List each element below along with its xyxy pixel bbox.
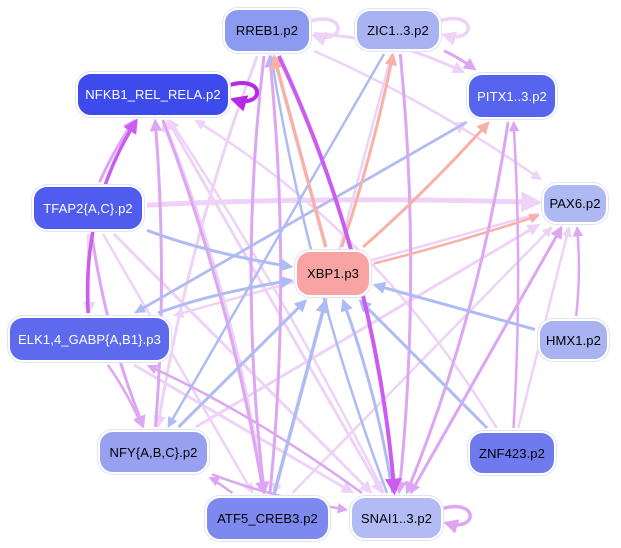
node-tfap2[interactable]: TFAP2{A,C}.p2 <box>32 185 144 231</box>
edge-tfap2-atf5 <box>101 233 254 494</box>
edge-snai1-elk1 <box>146 364 363 495</box>
node-label-tfap2: TFAP2{A,C}.p2 <box>43 200 133 216</box>
node-label-pax6: PAX6.p2 <box>549 196 601 211</box>
edge-zic1-nfy <box>167 53 386 428</box>
node-label-elk1: ELK1,4_GABP{A,B1}.p3 <box>18 331 161 347</box>
edge-hmx1-pax6 <box>572 225 584 317</box>
node-nfy[interactable]: NFY{A,B,C}.p2 <box>98 430 209 474</box>
node-pitx1[interactable]: PITX1..3.p2 <box>467 73 557 119</box>
node-label-pitx1: PITX1..3.p2 <box>477 88 547 104</box>
edge-tfap2-pax6 <box>146 191 543 213</box>
edge-rreb1-atf5 <box>249 55 270 495</box>
edge-atf5-nfy <box>208 476 234 495</box>
edge-nfkb1-snai1 <box>166 119 383 495</box>
node-elk1[interactable]: ELK1,4_GABP{A,B1}.p3 <box>8 316 171 362</box>
node-label-nfy: NFY{A,B,C}.p2 <box>109 444 198 460</box>
edge-xbp1-zic1 <box>340 52 398 248</box>
edge-zic1-snai1 <box>393 53 413 495</box>
edge-znf423-xbp1 <box>358 299 489 430</box>
node-label-zic1: ZIC1..3.p2 <box>367 22 429 38</box>
edge-elk1-snai1 <box>133 363 355 494</box>
edge-pitx1-elk1 <box>134 120 468 314</box>
edge-nfy-nfkb1 <box>149 118 163 428</box>
edge-elk1-nfy <box>106 364 144 428</box>
node-label-snai1: SNAI1..3.p2 <box>360 510 433 526</box>
node-label-xbp1: XBP1.p3 <box>306 266 359 281</box>
node-nfkb1[interactable]: NFKB1_REL_RELA.p2 <box>76 72 230 117</box>
self-loop-zic1 <box>438 16 470 46</box>
edge-atf5-rreb1 <box>264 54 283 494</box>
edge-hmx1-xbp1 <box>372 281 536 331</box>
node-label-rreb1: RREB1.p2 <box>235 23 299 38</box>
node-label-znf423: ZNF423.p2 <box>479 445 545 461</box>
edge-nfy-xbp1 <box>177 299 308 429</box>
node-xbp1[interactable]: XBP1.p3 <box>295 250 371 297</box>
edge-elk1-xbp1 <box>157 275 294 315</box>
edge-snai1-nfkb1 <box>169 119 386 494</box>
node-zic1[interactable]: ZIC1..3.p2 <box>355 9 441 51</box>
node-rreb1[interactable]: RREB1.p2 <box>223 8 311 53</box>
edge-snai1-xbp1 <box>340 298 395 494</box>
self-loop-nfkb1 <box>227 81 260 112</box>
edge-snai1-pax6 <box>409 225 563 494</box>
edge-atf5-xbp1 <box>272 298 330 494</box>
edge-nfkb1-atf5 <box>161 119 268 495</box>
edge-nfy-pax6 <box>195 224 541 429</box>
self-loop-rreb1 <box>308 17 340 46</box>
edge-znf423-pitx1 <box>508 120 520 429</box>
node-znf423[interactable]: ZNF423.p2 <box>468 431 556 475</box>
node-atf5[interactable]: ATF5_CREB3.p2 <box>205 496 330 541</box>
edge-xbp1-pitx1 <box>362 121 490 249</box>
edge-xbp1-rreb1 <box>270 54 328 248</box>
edge-nfy-snai1 <box>211 473 349 514</box>
edge-rreb1-pax6 <box>313 49 542 181</box>
node-label-atf5: ATF5_CREB3.p2 <box>217 511 318 526</box>
node-pax6[interactable]: PAX6.p2 <box>542 183 608 224</box>
self-loop-snai1 <box>440 504 472 534</box>
node-label-hmx1: HMX1.p2 <box>546 332 601 348</box>
edge-xbp1-pax6 <box>373 213 540 265</box>
node-snai1[interactable]: SNAI1..3.p2 <box>350 496 443 540</box>
edge-zic1-pitx1 <box>443 49 477 71</box>
node-hmx1[interactable]: HMX1.p2 <box>538 319 609 361</box>
edge-tfap2-xbp1 <box>146 228 294 272</box>
node-label-nfkb1: NFKB1_REL_RELA.p2 <box>85 87 221 102</box>
